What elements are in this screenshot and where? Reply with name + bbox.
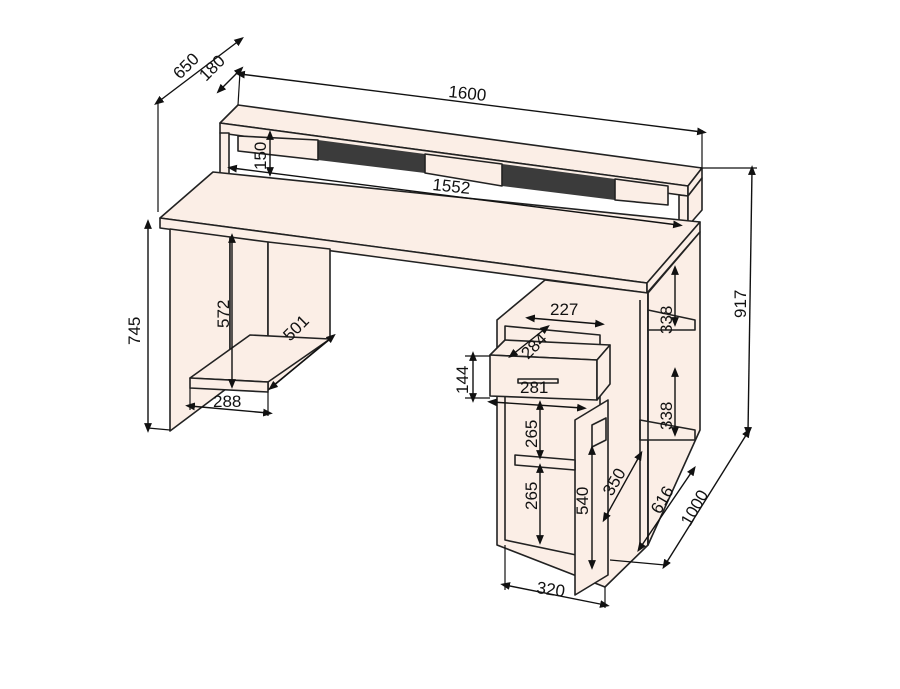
dimension-lines: [144, 37, 757, 608]
label-right-total-depth: 1000: [677, 487, 712, 529]
label-shelf-depth: 180: [195, 51, 228, 84]
label-shelf-height: 150: [251, 142, 270, 170]
label-total-height: 917: [731, 290, 750, 318]
label-total-width: 1600: [448, 82, 488, 105]
label-shelf-inner-width: 1552: [432, 175, 472, 198]
label-cabinet-top-width: 227: [550, 300, 578, 319]
label-right-shelf-lower: 338: [657, 402, 676, 430]
label-cabinet-lower-height: 265: [522, 482, 541, 510]
label-cabinet-door-height: 540: [573, 487, 592, 515]
label-drawer-height: 144: [453, 366, 472, 394]
label-desk-height: 745: [125, 317, 144, 345]
label-total-depth: 650: [169, 49, 202, 82]
label-right-shelf-upper: 338: [657, 306, 676, 334]
drawer: [489, 339, 611, 401]
label-cabinet-width: 320: [535, 578, 566, 601]
label-left-leg-width: 288: [213, 392, 241, 411]
label-drawer-width: 281: [520, 378, 548, 397]
drawer-handle: [517, 378, 559, 384]
label-left-leg-inner-height: 572: [214, 300, 233, 328]
label-cabinet-upper-height: 265: [522, 420, 541, 448]
